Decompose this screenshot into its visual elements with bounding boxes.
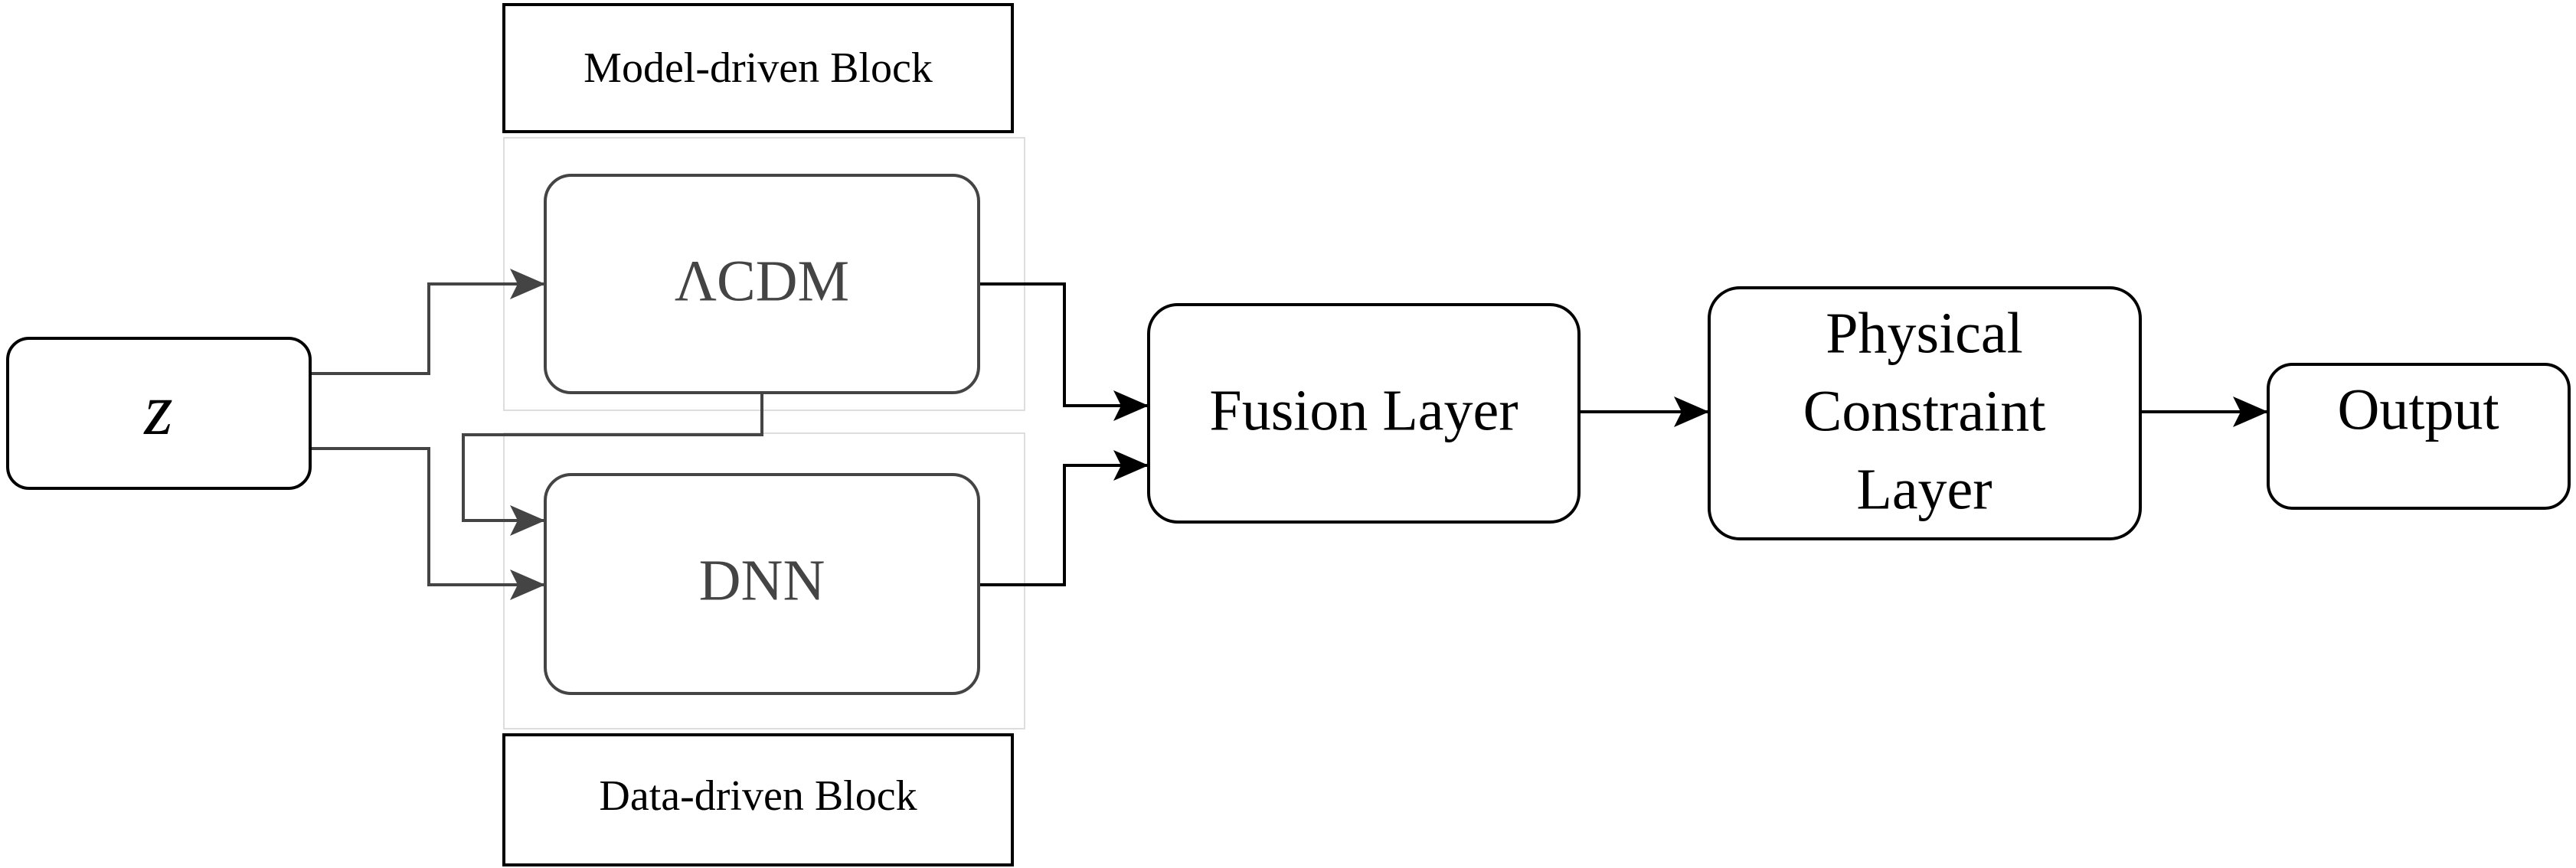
edge-z-to-dnn [310, 447, 545, 600]
input-node-label: z [142, 368, 172, 450]
data-block-title-box [502, 733, 1014, 866]
lcdm-node-box [544, 174, 980, 394]
edge-lcdm-to-fusion [979, 282, 1149, 421]
fusion-layer-label: Fusion Layer [1209, 378, 1518, 442]
model-block-title-box [502, 3, 1014, 133]
edge-z-to-lcdm [310, 269, 545, 375]
physical-constraint-label-line-3: Layer [1856, 457, 1992, 521]
physical-constraint-label-line-2: Constraint [1803, 379, 2046, 443]
output-node-label: Output [2337, 377, 2499, 442]
data-block-title: Data-driven Block [599, 772, 917, 820]
model-block-title: Model-driven Block [584, 44, 933, 92]
edge-dnn-to-fusion [979, 450, 1149, 586]
dnn-node-label: DNN [699, 548, 825, 612]
dnn-node-box [544, 473, 980, 695]
fusion-layer-box [1147, 303, 1581, 524]
physical-constraint-label-line-1: Physical [1826, 301, 2023, 365]
edge-lcdm-to-dnn [462, 393, 763, 536]
input-node-box [6, 337, 312, 490]
lcdm-node-label: ΛCDM [675, 249, 849, 313]
physical-constraint-layer-box [1708, 286, 2142, 540]
output-node-box [2267, 363, 2571, 510]
